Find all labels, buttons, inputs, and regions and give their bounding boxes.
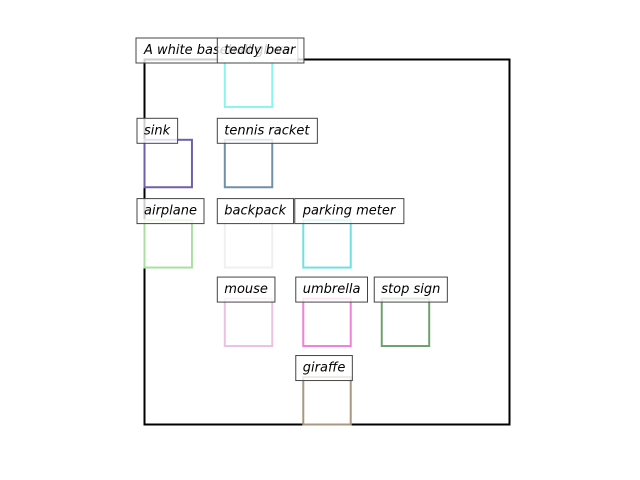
label-text-umbrella: umbrella xyxy=(303,282,361,297)
bbox-airplane xyxy=(143,219,193,269)
bbox-giraffe xyxy=(302,376,352,426)
label-box-airplane xyxy=(136,198,205,225)
label-text-airplane: airplane xyxy=(144,204,197,219)
label-teddy-bear: teddy bear xyxy=(216,37,305,64)
label-text-parking-meter: parking meter xyxy=(302,204,397,219)
label-box-parking-meter xyxy=(294,198,405,225)
label-sink: sink xyxy=(136,117,179,144)
label-text-giraffe: giraffe xyxy=(303,361,346,376)
label-box-tennis-racket xyxy=(216,117,318,144)
boxes-layer xyxy=(143,58,431,426)
label-text-mouse: mouse xyxy=(224,282,268,297)
bbox-backpack xyxy=(223,219,274,269)
label-box-sink xyxy=(136,117,179,144)
bbox-mouse xyxy=(223,297,274,348)
label-text-stop-sign: stop sign xyxy=(381,282,440,297)
label-airplane: airplane xyxy=(136,198,205,225)
label-tennis-racket: tennis racket xyxy=(216,117,318,144)
bbox-teddy-bear xyxy=(223,58,274,108)
bbox-stop-sign xyxy=(380,297,431,348)
labels-layer: A white baseball gloveteddy bearsinktenn… xyxy=(135,37,448,382)
bbox-sink xyxy=(143,138,193,189)
bbox-parking-meter xyxy=(302,219,352,269)
label-box-teddy-bear xyxy=(216,37,305,64)
label-backpack: backpack xyxy=(216,198,295,225)
bbox-umbrella xyxy=(302,297,352,348)
label-box-giraffe xyxy=(295,355,353,382)
label-box-stop-sign xyxy=(373,276,448,303)
label-box-mouse xyxy=(216,276,276,303)
label-box-umbrella xyxy=(295,276,368,303)
label-box-backpack xyxy=(216,198,295,225)
label-text-sink: sink xyxy=(144,123,171,138)
label-parking-meter: parking meter xyxy=(294,198,405,225)
label-umbrella: umbrella xyxy=(295,276,368,303)
label-stop-sign: stop sign xyxy=(373,276,448,303)
label-text-backpack: backpack xyxy=(224,204,286,219)
bbox-tennis-racket xyxy=(223,138,274,189)
label-mouse: mouse xyxy=(216,276,276,303)
label-giraffe: giraffe xyxy=(295,355,353,382)
label-text-teddy-bear: teddy bear xyxy=(224,43,297,58)
label-text-tennis-racket: tennis racket xyxy=(224,123,310,138)
